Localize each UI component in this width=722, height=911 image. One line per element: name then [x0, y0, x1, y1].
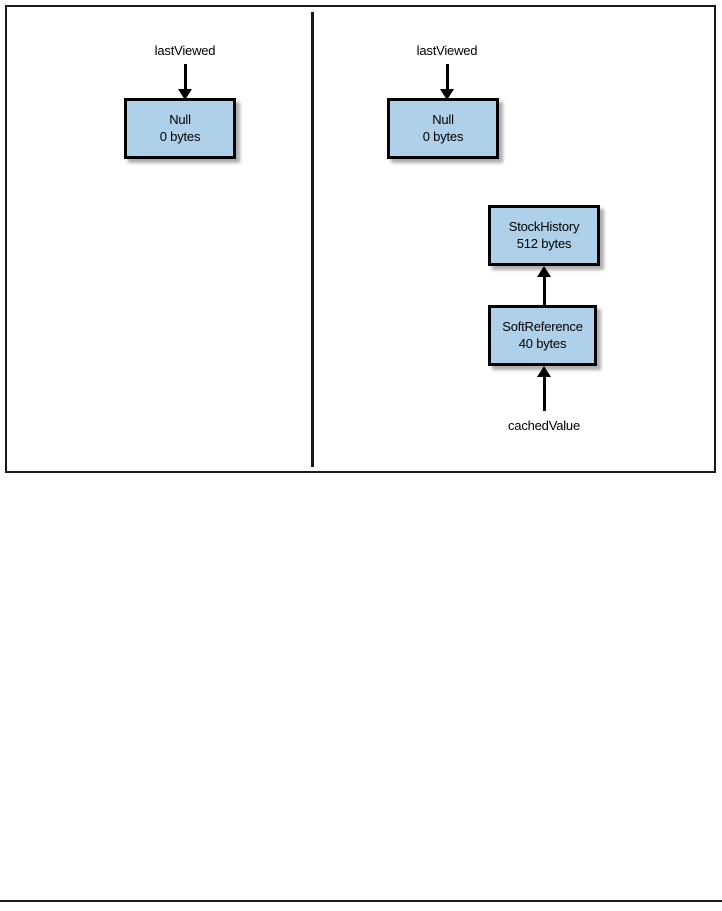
- panel-divider: [311, 12, 314, 467]
- object-box-size: 0 bytes: [159, 128, 201, 144]
- object-box-stockhistory: StockHistory 512 bytes: [488, 205, 600, 266]
- object-box-softreference: SoftReference 40 bytes: [488, 305, 597, 366]
- object-box-title: Null: [169, 111, 191, 127]
- footer-rule: [0, 900, 722, 902]
- object-box-size: 512 bytes: [516, 235, 572, 251]
- figure-frame: lastViewed Null 0 bytes lastViewed Null …: [5, 5, 716, 473]
- reference-label-lastviewed-right: lastViewed: [416, 43, 478, 58]
- object-box-size: 0 bytes: [422, 128, 464, 144]
- arrow-lastviewed-to-null-left: [174, 64, 196, 100]
- object-box-size: 40 bytes: [518, 335, 567, 351]
- arrow-softreference-to-stockhistory: [533, 266, 555, 305]
- reference-label-cachedvalue: cachedValue: [507, 418, 581, 433]
- object-box-title: Null: [432, 111, 454, 127]
- arrow-cachedvalue-to-softreference: [533, 366, 555, 411]
- reference-label-lastviewed-left: lastViewed: [154, 43, 216, 58]
- object-box-null-left: Null 0 bytes: [124, 98, 236, 159]
- object-box-null-right: Null 0 bytes: [387, 98, 499, 159]
- object-box-title: SoftReference: [502, 318, 583, 334]
- arrow-lastviewed-to-null-right: [436, 64, 458, 100]
- object-box-title: StockHistory: [508, 218, 580, 234]
